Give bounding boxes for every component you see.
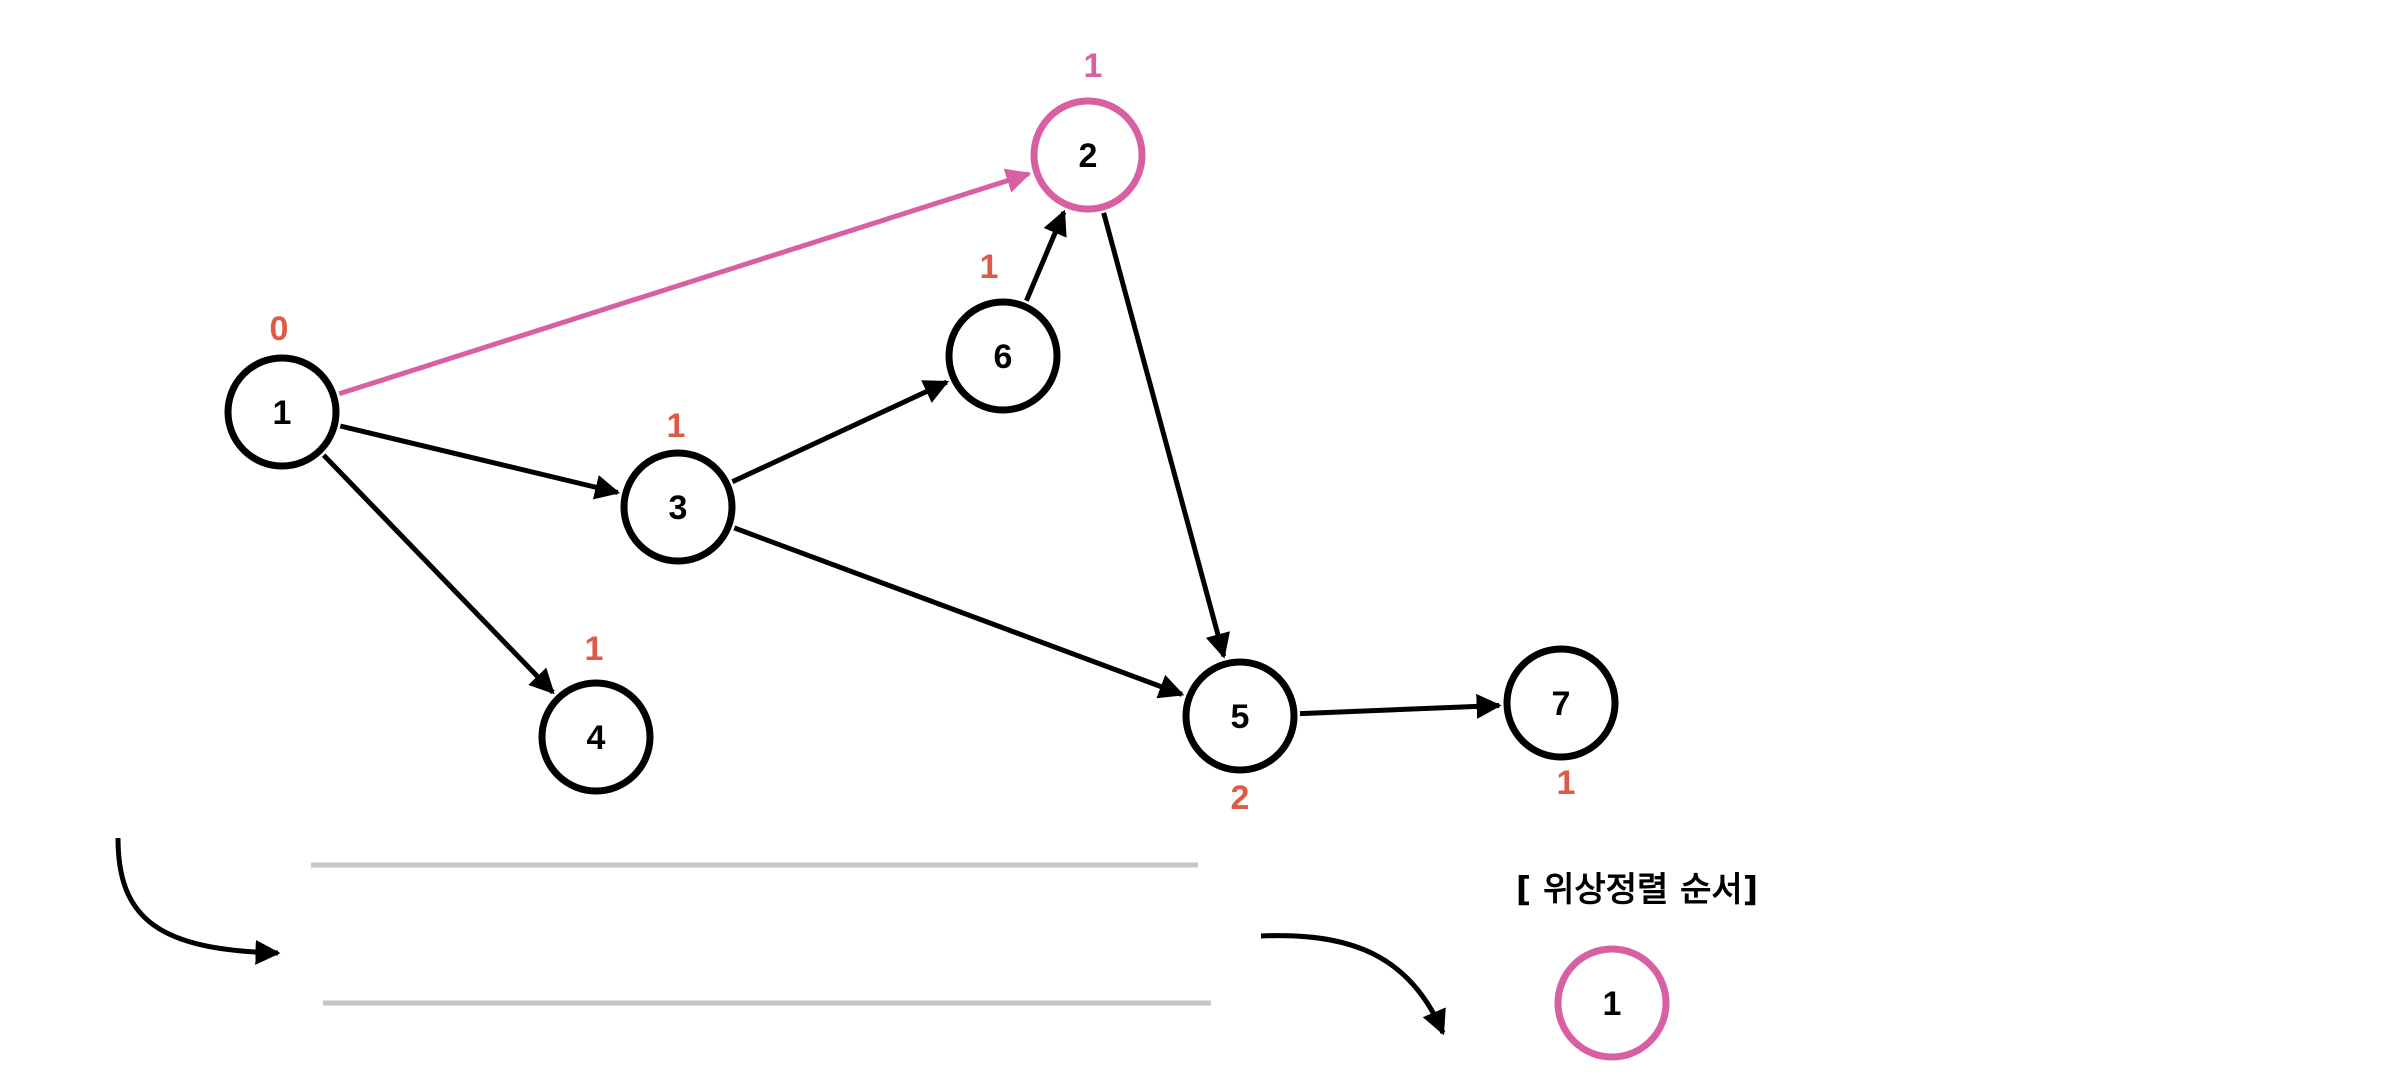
- node-label: 1: [273, 394, 292, 432]
- node-label: 3: [669, 489, 688, 527]
- queue: [115, 837, 1446, 1036]
- queue-enqueue-arrow: [115, 837, 281, 965]
- edge-2-5: [1101, 212, 1230, 659]
- node-circle: [1030, 97, 1146, 213]
- node-4: 41: [538, 630, 654, 795]
- edge-3-5: [733, 525, 1185, 699]
- node-label: 2: [1079, 137, 1098, 175]
- node-circle: [1503, 645, 1619, 761]
- indegree-label: 1: [585, 630, 604, 668]
- node-label: 4: [587, 719, 606, 757]
- indegree-label: 1: [1557, 764, 1576, 802]
- node-5: 52: [1182, 658, 1298, 817]
- edge-6-2: [1024, 209, 1067, 302]
- node-circle: [945, 298, 1061, 414]
- edge-1-3: [339, 423, 621, 500]
- result-node-circle: [1554, 945, 1670, 1061]
- edges-layer: [321, 168, 1502, 719]
- node-7: 71: [1503, 645, 1619, 802]
- queue-dequeue-arrow: [1260, 933, 1446, 1036]
- result-order: 1: [1554, 945, 1670, 1061]
- indegree-label: 1: [667, 407, 686, 445]
- node-label: 6: [994, 338, 1013, 376]
- node-circle: [224, 354, 340, 470]
- result-title: [ 위상정렬 순서]: [1516, 870, 1758, 910]
- indegree-label: 1: [1084, 47, 1103, 85]
- node-2: 21: [1030, 47, 1146, 213]
- node-circle: [620, 449, 736, 565]
- result-node-label: 1: [1603, 985, 1622, 1023]
- edge-1-4: [321, 453, 555, 695]
- node-circle: [538, 679, 654, 795]
- node-1: 10: [224, 310, 340, 470]
- indegree-label: 0: [270, 310, 289, 348]
- node-circle: [1182, 658, 1298, 774]
- indegree-label: 2: [1231, 779, 1250, 817]
- edge-1-2: [338, 168, 1032, 397]
- edge-5-7: [1299, 693, 1502, 719]
- node-label: 7: [1552, 685, 1571, 723]
- node-3: 31: [620, 407, 736, 565]
- result-node: 1: [1554, 945, 1670, 1061]
- edge-3-6: [731, 379, 950, 484]
- node-label: 5: [1231, 698, 1250, 736]
- node-6: 61: [945, 248, 1061, 414]
- indegree-label: 1: [980, 248, 999, 286]
